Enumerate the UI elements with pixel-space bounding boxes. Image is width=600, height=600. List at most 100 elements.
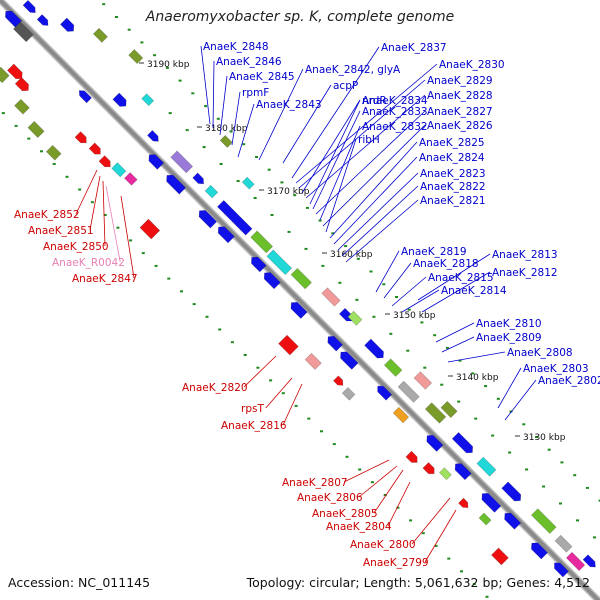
tick-dot-lower: [256, 366, 260, 369]
tick-dot-lower: [345, 455, 349, 458]
genome-summary-text: Topology: circular; Length: 5,061,632 bp…: [246, 575, 590, 590]
blue-label-leader: [441, 336, 475, 353]
blue-label-leader: [212, 60, 215, 129]
gene-block-near-0-shape: [22, 0, 36, 14]
tick-dot-upper: [509, 410, 513, 413]
blue-label-leader: [333, 156, 418, 245]
tick-dot-mid: [338, 281, 342, 284]
gc-block-2: [14, 98, 30, 115]
blue-label-leader: [401, 289, 440, 313]
gene-block-inner-7-shape: [251, 256, 267, 273]
tick-dot-lower: [65, 175, 69, 178]
gc-block-1: [0, 66, 10, 84]
gene-label-blue: AnaeK_2842, glyA: [305, 64, 401, 76]
gene-block-inner-15: [454, 463, 472, 481]
gene-block-upper-6: [347, 310, 363, 326]
gene-label-red: AnaeK_2805: [312, 508, 378, 520]
gene-label-red: AnaeK_2800: [350, 539, 416, 551]
blue-label-leader: [447, 351, 506, 363]
red-label-leader: [265, 377, 293, 409]
tick-dot-mid: [185, 129, 189, 132]
gene-block-near-22-shape: [565, 551, 586, 572]
red-label-leader: [343, 459, 390, 483]
gene-label-blue: AnaeK_2834: [362, 95, 428, 107]
gene-block-near-5: [192, 172, 205, 185]
tick-dot-mid: [576, 519, 579, 522]
tick-dot-upper: [242, 143, 246, 146]
gene-block-inner-16-shape: [481, 492, 502, 513]
accession-text: Accession: NC_011145: [8, 575, 151, 590]
blue-label-leader: [305, 94, 426, 199]
tick-dot-upper: [598, 499, 600, 502]
gene-label-blue: AnaeK_2826: [427, 120, 493, 132]
gene-block-near-23-shape: [582, 554, 596, 568]
tick-dot-mid: [457, 400, 461, 403]
tick-dot-upper: [547, 448, 551, 451]
gene-block-inner-18-shape: [531, 542, 549, 560]
gene-block-outer-2-shape: [74, 131, 87, 144]
tick-dot-upper: [115, 16, 118, 18]
gene-block-inner-17-shape: [504, 512, 522, 530]
gene-block-near-0: [22, 0, 36, 14]
tick-dot-lower: [141, 252, 145, 255]
gene-block-upper-2-shape: [128, 49, 144, 65]
tick-dot-mid: [321, 264, 325, 267]
gene-label-blue: AnaeK_2819: [401, 246, 467, 258]
gene-block-near-10-shape: [290, 267, 312, 290]
gene-block-near-9: [266, 249, 293, 276]
gene-label-blue: AnaeK_2818: [413, 258, 479, 270]
red-label-leader: [411, 497, 451, 545]
gene-block-near-4: [170, 150, 194, 174]
gene-block-outer-7-shape: [139, 218, 161, 240]
blue-label-leader: [200, 45, 211, 125]
gene-block-outer-3-shape: [88, 142, 101, 155]
gene-label-blue: AnaeK_2809: [476, 332, 542, 344]
tick-dot-upper: [522, 423, 526, 426]
gene-block-near-13: [364, 338, 384, 359]
tick-dot-lower: [281, 392, 285, 395]
blue-label-leader: [301, 99, 361, 194]
gene-block-outer-9: [304, 352, 322, 370]
tick-dot-upper: [573, 474, 577, 477]
blue-label-leader: [345, 199, 419, 263]
gene-block-upper-1: [92, 27, 108, 43]
gene-label-blue: AnaeK_2827: [427, 106, 493, 118]
blue-label-leader: [497, 367, 522, 409]
gene-label-blue: AnaeK_2812: [492, 267, 558, 279]
tick-dot-lower: [332, 443, 336, 446]
tick-dot-mid: [270, 214, 274, 216]
tick-dot-lower: [52, 163, 56, 165]
gene-block-near-6: [204, 184, 219, 199]
gene-block-outer-7: [139, 218, 161, 240]
tick-dot-lower: [1, 112, 5, 115]
gene-block-inner-19: [554, 562, 569, 578]
gene-block-inner-4-shape: [166, 174, 187, 195]
red-label-leader: [387, 481, 411, 527]
gene-label-blue: AnaeK_2815: [428, 272, 494, 284]
tick-dot-lower: [358, 468, 362, 471]
tick-dot-upper: [255, 156, 258, 158]
gene-block-near-19-shape: [501, 481, 522, 502]
gene-label-red: AnaeK_2804: [326, 521, 392, 533]
tick-dot-mid: [406, 349, 410, 352]
blue-label-leader: [282, 84, 332, 164]
gene-block-upper-8-shape: [440, 400, 458, 419]
gene-block-near-19: [501, 481, 522, 502]
gene-block-inner-1-shape: [13, 21, 34, 43]
tick-dot-lower: [78, 188, 82, 191]
gene-label-blue: AnaeK_2833: [362, 106, 428, 118]
tick-dot-lower: [294, 404, 298, 407]
gene-block-upper-8: [440, 400, 458, 419]
gene-block-inner-2-shape: [78, 90, 92, 104]
gene-block-upper-0-shape: [59, 17, 75, 32]
gene-block-upper-6-shape: [347, 310, 363, 326]
tick-dot-lower: [205, 315, 209, 318]
kbp-marker-label: 3180 kbp: [205, 124, 248, 134]
tick-dot-upper: [191, 92, 195, 95]
red-label-leader: [358, 465, 398, 498]
gene-label-pink: AnaeK_R0042: [52, 257, 125, 269]
tick-dot-upper: [229, 130, 233, 133]
red-label-leader: [373, 469, 404, 514]
gene-block-inner-6: [217, 226, 235, 244]
